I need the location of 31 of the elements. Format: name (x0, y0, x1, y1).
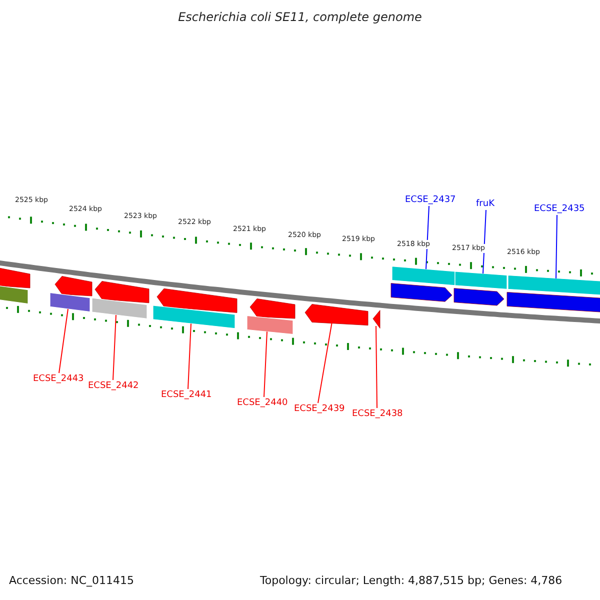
gene-feature (0, 267, 30, 304)
gene-label: ECSE_2437 (405, 194, 456, 206)
footer-note: Accession: NC_011415 (9, 575, 134, 587)
gene-label: ECSE_2440 (237, 397, 288, 409)
gene-label: ECSE_2441 (161, 389, 212, 401)
gene-label: ECSE_2439 (294, 403, 345, 415)
gene-label: ECSE_2443 (33, 373, 84, 385)
leader-line (376, 326, 378, 408)
gene-feature (92, 281, 150, 320)
gene-feature (454, 271, 508, 306)
gene-feature (152, 288, 238, 329)
gene-feature (246, 298, 296, 335)
gene-label: ECSE_2442 (88, 380, 139, 392)
gene-label: ECSE_2438 (352, 408, 403, 420)
gene-feature (390, 266, 456, 302)
leader-line (482, 210, 486, 274)
leader-line (188, 323, 192, 390)
gene-label: ECSE_2435 (534, 203, 585, 215)
gene-feature (50, 276, 92, 312)
leader-line (556, 214, 558, 279)
gene-feature (304, 304, 368, 326)
leader-line (58, 308, 68, 374)
gene-feature (372, 310, 380, 328)
gene-label: fruK (476, 198, 494, 210)
leader-line (318, 322, 332, 404)
diagram-title: Escherichia coli SE11, complete genome (178, 11, 422, 23)
leader-line (426, 206, 430, 270)
footer-note: Topology: circular; Length: 4,887,515 bp; Genes: 4,786 (260, 575, 562, 587)
leader-line (112, 314, 116, 380)
gene-feature (506, 274, 600, 312)
leader-line (264, 331, 268, 398)
